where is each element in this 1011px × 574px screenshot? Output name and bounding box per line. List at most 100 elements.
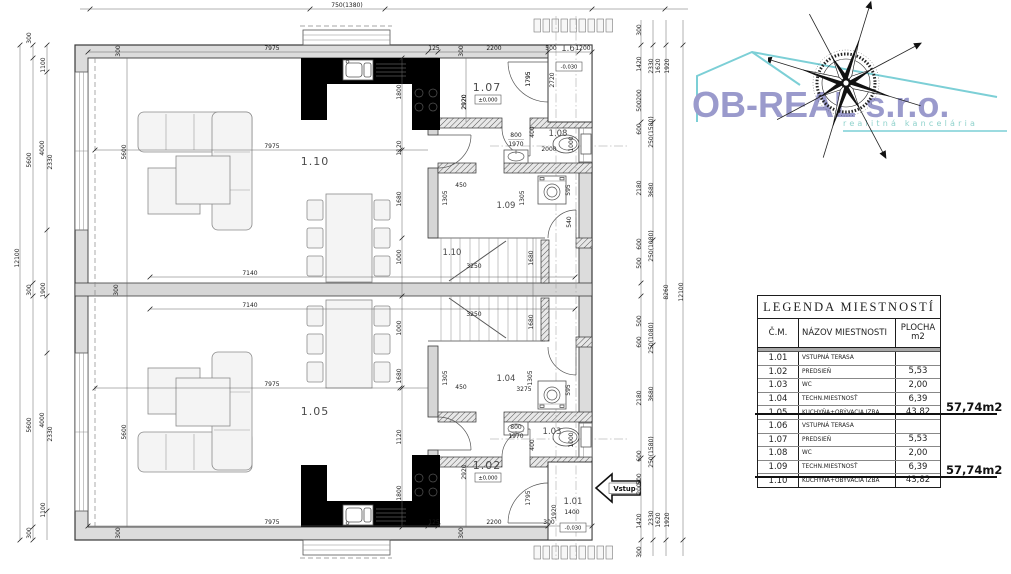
dim-label: 1680 <box>396 191 403 206</box>
washing-machine-bottom <box>537 380 567 410</box>
dim-label: 595 <box>565 184 572 196</box>
dim-label: 600 <box>636 123 643 135</box>
entry-label: Vstup <box>613 485 635 493</box>
dimension-lines <box>17 6 688 556</box>
sofa-bottom <box>137 351 253 473</box>
dim-label: 1795 <box>525 71 532 86</box>
legend-title: LEGENDA MIESTNOSTÍ <box>758 296 940 319</box>
dim-label: 1420 <box>636 56 643 71</box>
dim-label: 300 <box>115 45 122 57</box>
dim-label: 2000 <box>541 146 556 153</box>
dim-label: 1970 <box>508 433 523 440</box>
dim-label: 1120 <box>396 140 403 155</box>
dim-label: 1800 <box>396 84 403 99</box>
sink-top <box>342 59 406 81</box>
entry-arrow: Vstup <box>594 472 641 504</box>
dim-label: 2330 <box>47 154 54 169</box>
dim-label: 7140 <box>242 270 257 277</box>
dim-label: 7975 <box>264 143 279 150</box>
dim-label: 1620 <box>655 512 662 527</box>
dim-label: 12100 <box>678 282 685 301</box>
level-mark: -0,030 <box>561 65 578 71</box>
dim-label: 300 <box>115 527 122 539</box>
toilet-bottom <box>552 426 592 448</box>
dim-label: 12100 <box>14 248 21 267</box>
dim-label: 300 <box>26 284 33 296</box>
legend-total-line-1 <box>755 413 997 416</box>
floor-plan: Vstup <box>14 2 688 560</box>
dim-label: 450 <box>455 182 467 189</box>
room-label-102: 1.02 <box>473 459 502 472</box>
dim-label: 1900 <box>40 282 47 297</box>
dim-label: 1920 <box>664 512 671 527</box>
room-label-110: 1.10 <box>301 155 330 168</box>
dim-label: 1795 <box>525 490 532 505</box>
level-mark: ±0,000 <box>478 476 497 482</box>
windows <box>74 25 593 559</box>
dim-label: 300 <box>113 284 120 296</box>
dim-label: 1620 <box>655 58 662 73</box>
kitchen-top <box>301 58 440 130</box>
dim-label: 5600 <box>26 152 33 167</box>
toilet-top <box>552 133 592 155</box>
dim-label: 595 <box>565 384 572 396</box>
room-label-106: 1.6 <box>561 44 575 54</box>
dim-label: 300 <box>458 527 465 539</box>
dim-label: 5600 <box>26 417 33 432</box>
room-label-101: 1.01 <box>564 497 583 507</box>
washing-machine-top <box>537 175 567 205</box>
dim-label: 7140 <box>242 302 257 309</box>
stove-bottom <box>414 473 438 497</box>
staircase-top <box>440 238 537 283</box>
dim-label: 800 <box>510 132 522 139</box>
unit2-total-area: 57,74m2 <box>946 463 1003 477</box>
dim-label: 1680 <box>396 368 403 383</box>
dim-label: 450 <box>455 384 467 391</box>
dim-label: 1000 <box>396 320 403 335</box>
dim-label: 1100 <box>40 502 47 517</box>
dim-label: 300 <box>458 45 465 57</box>
dimension-labels-rotated: 12100 300 5600 300 5600 300 1100 4000 23… <box>14 24 685 558</box>
stove-top <box>414 88 438 112</box>
dim-label: 4000 <box>39 140 46 155</box>
dim-label: 1305 <box>442 370 449 385</box>
dim-label: 2330 <box>648 58 655 73</box>
unit1-total-area: 57,74m2 <box>946 400 1003 414</box>
legend-total-line-2 <box>755 476 997 479</box>
legend-col-area-unit: m2 <box>911 332 925 342</box>
level-mark: -0,030 <box>565 526 582 532</box>
kitchen-bottom <box>301 455 440 527</box>
dim-label: 1000 <box>568 136 575 151</box>
dim-label: 1305 <box>519 190 526 205</box>
dim-label: 1800 <box>396 485 403 500</box>
dim-label: 1000 <box>396 249 403 264</box>
room-label-108: 1.08 <box>549 129 568 139</box>
dim-label: 7975 <box>264 519 279 526</box>
dim-label: 1970 <box>508 141 523 148</box>
room-label-104: 1.04 <box>497 374 516 384</box>
room-labels: 1.10 1.05 1.07 1.02 1.08 1.03 1.09 1.04 … <box>301 44 587 533</box>
company-tagline: realitná kancelária <box>843 119 979 128</box>
room-label-107: 1.07 <box>473 81 502 94</box>
sink-bottom <box>342 504 406 526</box>
dim-label: 8260 <box>663 284 670 299</box>
dim-label: 300 <box>636 24 643 36</box>
legend-separator <box>758 348 940 352</box>
dim-label: 600 <box>636 336 643 348</box>
dim-label: 2920 <box>461 94 468 109</box>
dim-label: 250(1080) <box>648 322 655 353</box>
dim-label: 4000 <box>39 412 46 427</box>
legend-table: LEGENDA MIESTNOSTÍ Č.M. NÁZOV MIESTNOSTI… <box>757 295 941 488</box>
dim-label: 125 <box>428 519 440 526</box>
room-label-110-stairs: 1.10 <box>443 248 462 258</box>
dim-label: 300 <box>543 519 555 526</box>
dim-label: 2920 <box>461 464 468 479</box>
company-logo-text: OB-REAL s.r.o. <box>692 84 950 125</box>
legend-col-area-label: PLOCHA <box>900 323 936 333</box>
dim-label: 2180 <box>636 180 643 195</box>
dim-label: 600 <box>636 238 643 250</box>
